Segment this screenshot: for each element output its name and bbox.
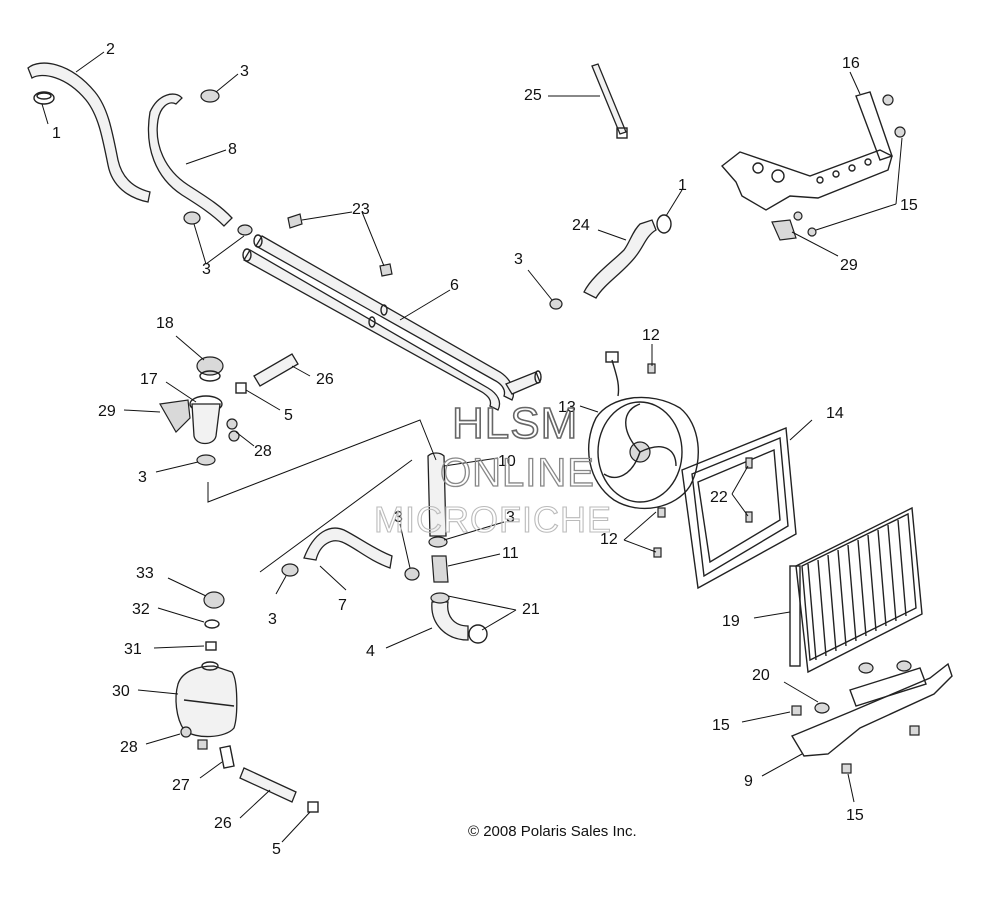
callout-5: 5 (272, 841, 281, 858)
callout-20: 20 (752, 667, 770, 684)
bracket-16 (720, 91, 893, 241)
callout-9: 9 (744, 773, 753, 790)
callout-28: 28 (254, 443, 272, 460)
callout-27: 27 (172, 777, 190, 794)
hose-26-lower (239, 767, 297, 803)
screw-12 (647, 363, 666, 558)
watermark-line-3: MICROFICHE (374, 499, 612, 540)
callout-15: 15 (900, 197, 918, 214)
callout-3: 3 (138, 469, 147, 486)
callout-32: 32 (132, 601, 150, 618)
clamp-3-top (200, 89, 220, 103)
fitting-5-lower (307, 801, 319, 813)
bolt-23 (287, 213, 393, 277)
fan-13 (588, 351, 699, 510)
callout-3: 3 (240, 63, 249, 80)
watermark: HLSM ONLINE MICROFICHE (373, 398, 612, 540)
clamp-3-mid (549, 298, 563, 310)
callout-23: 23 (352, 201, 370, 218)
callout-12: 12 (642, 327, 660, 344)
callout-10: 10 (498, 453, 516, 470)
elbow-hose-4 (430, 592, 488, 644)
callout-2: 2 (106, 41, 115, 58)
clamp-3-hose7 (281, 563, 299, 577)
callout-3: 3 (202, 261, 211, 278)
callout-26: 26 (214, 815, 232, 832)
tube-assembly-6 (242, 234, 542, 411)
callout-6: 6 (450, 277, 459, 294)
bolt-15-lower (791, 705, 920, 774)
callout-28: 28 (120, 739, 138, 756)
callout-30: 30 (112, 683, 130, 700)
hose-24 (583, 219, 657, 299)
filler-neck-17 (159, 395, 223, 445)
callout-29: 29 (98, 403, 116, 420)
callout-33: 33 (136, 565, 154, 582)
callout-17: 17 (140, 371, 158, 388)
callout-14: 14 (826, 405, 844, 422)
bolt-15-upper (793, 94, 906, 237)
callout-4: 4 (366, 643, 375, 660)
bolt-28-lower (180, 726, 208, 750)
hose-8 (147, 93, 233, 227)
fitting-11 (431, 555, 449, 583)
callout-3: 3 (514, 251, 523, 268)
tie-strap-25 (591, 63, 628, 139)
callout-8: 8 (228, 141, 237, 158)
hose-10 (427, 452, 447, 537)
callout-3: 3 (268, 611, 277, 628)
callout-1: 1 (52, 125, 61, 142)
callout-25: 25 (524, 87, 542, 104)
callout-18: 18 (156, 315, 174, 332)
callout-19: 19 (722, 613, 740, 630)
callout-26: 26 (316, 371, 334, 388)
callout-1: 1 (678, 177, 687, 194)
copyright-notice: © 2008 Polaris Sales Inc. (468, 823, 637, 840)
callout-12: 12 (600, 531, 618, 548)
callout-3: 3 (506, 509, 515, 526)
leader-lines (41, 51, 903, 843)
shroud-14 (681, 426, 797, 590)
cap-33 (203, 591, 225, 609)
clamp-3-pair (183, 211, 253, 236)
callout-21: 21 (522, 601, 540, 618)
fitting-31 (205, 641, 217, 651)
callout-13: 13 (558, 399, 576, 416)
callout-29: 29 (840, 257, 858, 274)
hose-26-upper (253, 353, 299, 387)
callout-3: 3 (394, 509, 403, 526)
callout-16: 16 (842, 55, 860, 72)
callout-22: 22 (710, 489, 728, 506)
callout-7: 7 (338, 597, 347, 614)
radiator-19 (789, 506, 923, 674)
callout-15: 15 (846, 807, 864, 824)
callout-5: 5 (284, 407, 293, 424)
seal-32 (204, 619, 220, 629)
callout-15: 15 (712, 717, 730, 734)
hose-2 (27, 62, 151, 203)
hose-7 (303, 527, 393, 569)
grommet-20 (814, 660, 912, 714)
callouts: 2 1 3 8 3 23 25 1 24 3 16 15 29 6 18 26 … (52, 41, 918, 858)
clamp-1-right (656, 214, 672, 234)
bolt-28-upper (226, 418, 240, 442)
fitting-5 (235, 382, 247, 394)
callout-24: 24 (572, 217, 590, 234)
callout-11: 11 (502, 545, 519, 562)
clamp-3-hose10 (404, 536, 448, 581)
watermark-line-2: ONLINE (440, 451, 595, 495)
clamp-3-left (196, 454, 216, 466)
watermark-line-1: HLSM (452, 399, 578, 448)
callout-31: 31 (124, 641, 142, 658)
reservoir-30 (175, 661, 238, 738)
clamp-1 (33, 91, 55, 105)
cap-18 (196, 356, 224, 382)
bracket-9 (790, 662, 953, 757)
fitting-27 (219, 745, 235, 769)
